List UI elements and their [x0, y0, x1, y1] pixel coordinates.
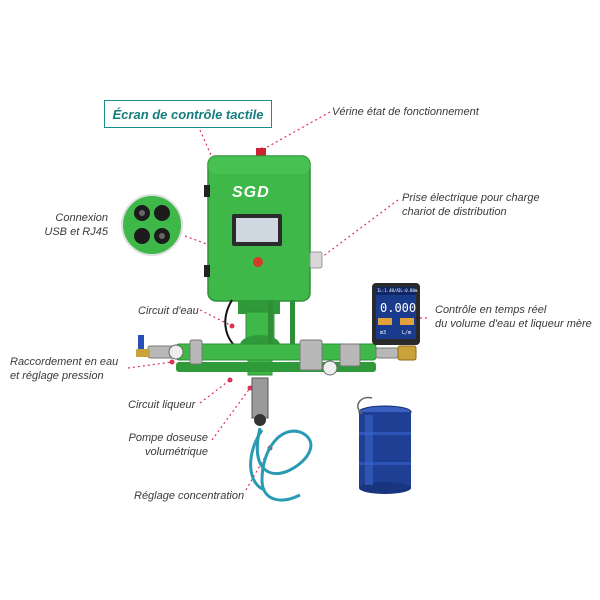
hinge-top [204, 185, 210, 197]
display-value: 0.000 [380, 301, 417, 315]
display-unit-right: L/m [402, 330, 412, 336]
label-circuit-liqueur: Circuit liqueur [128, 399, 196, 411]
side-socket [309, 251, 323, 269]
leader-raccord [127, 361, 173, 369]
label-raccord-2: et réglage pression [10, 370, 104, 382]
label-pompe-2: volumétrique [145, 446, 208, 458]
label-circuit-eau: Circuit d'eau [138, 305, 199, 317]
display-unit-left: m3 [380, 330, 387, 336]
usb-rj45-inset [121, 194, 183, 256]
pressure-gauge [168, 344, 184, 360]
display-tab-left: IL:1.4B/A [377, 288, 399, 293]
stop-button [253, 257, 263, 267]
label-prise-2: chariot de distribution [402, 206, 507, 218]
liquor-hose [255, 427, 313, 502]
leader-title [199, 129, 215, 163]
display-tab-right: IL:0.B0m [398, 288, 418, 293]
leader-verine [261, 111, 331, 151]
label-usb-1: Connexion [55, 212, 108, 224]
title-box: Écran de contrôle tactile [104, 100, 272, 128]
leader-pompe [211, 387, 251, 441]
hinge-bottom [204, 265, 210, 277]
label-raccord-1: Raccordement en eau [10, 356, 119, 368]
label-controle-1: Contrôle en temps réel [435, 304, 547, 316]
leader-circuit-eau [199, 309, 233, 327]
label-pompe-1: Pompe doseuse [128, 432, 209, 444]
leader-circuit-liqueur [199, 379, 231, 404]
valve-handle [138, 335, 144, 349]
label-usb-2: USB et RJ45 [44, 226, 108, 238]
verine-beacon [256, 148, 266, 156]
label-controle-2: du volume d'eau et liqueur mère [435, 318, 592, 330]
leader-prise [317, 199, 399, 261]
label-prise-1: Prise électrique pour charge [402, 192, 540, 204]
dosing-pump-rod [251, 377, 269, 419]
label-verine: Vérine état de fonctionnement [332, 106, 479, 118]
brand-logo: SGD [232, 184, 270, 201]
label-reglage: Réglage concentration [134, 490, 245, 502]
